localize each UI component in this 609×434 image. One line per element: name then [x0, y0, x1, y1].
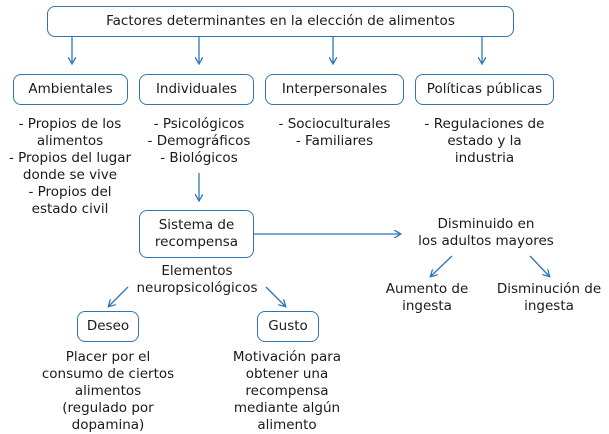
arrow-to-increase [431, 255, 453, 276]
list-item: - Demográficos [147, 133, 251, 149]
category-ambientales: Ambientales [13, 74, 128, 105]
list-item: estado y la [447, 133, 522, 149]
desc-line: Motivación para [232, 349, 342, 365]
elderly-line-1: Disminuido en [437, 216, 535, 232]
taste-description: Motivación para obtener una recompensa m… [212, 349, 362, 434]
list-item: alimentos [36, 133, 104, 149]
list-item: - Socioculturales [278, 116, 391, 132]
list-item: - Propios de los [18, 116, 122, 132]
politicas-items: - Regulaciones de estado y la industria [415, 116, 554, 167]
list-item: - Psicológicos [153, 116, 245, 132]
ambientales-items: - Propios de los alimentos - Propios del… [0, 116, 140, 218]
decrease-text: Disminución de ingesta [489, 281, 609, 315]
desc-line: consumo de ciertos [41, 366, 175, 382]
individuales-items: - Psicológicos - Demográficos - Biológic… [139, 116, 259, 167]
reward-line-1: Sistema de [158, 217, 235, 233]
desc-line: (regulado por [62, 400, 154, 416]
arrow-to-decrease [529, 255, 549, 276]
desc-line: alimentos [74, 383, 142, 399]
list-item: - Familiares [295, 133, 374, 149]
list-item: - Propios del lugar [8, 150, 132, 166]
interpersonales-items: - Socioculturales - Familiares [265, 116, 404, 150]
increase-line-2: ingesta [402, 298, 452, 314]
list-item: estado civil [31, 201, 109, 217]
desc-line: recompensa [245, 383, 329, 399]
list-item: donde se vive [22, 167, 118, 183]
decrease-line-2: ingesta [524, 298, 574, 314]
elements-line-1: Elementos [161, 263, 233, 279]
list-item: industria [454, 150, 515, 166]
elderly-line-2: los adultos mayores [418, 233, 554, 249]
desc-line: alimento [257, 417, 317, 433]
elements-line-2: neuropsicológicos [136, 280, 258, 296]
decrease-line-1: Disminución de [496, 281, 602, 297]
taste-box: Gusto [257, 311, 319, 342]
reward-system-box: Sistema de recompensa [139, 210, 254, 258]
desc-line: dopamina) [71, 417, 145, 433]
desc-line: mediante algún [233, 400, 341, 416]
arrow-to-taste [265, 286, 285, 306]
increase-text: Aumento de ingesta [372, 281, 482, 315]
increase-line-1: Aumento de [385, 281, 469, 297]
category-interpersonales: Interpersonales [265, 74, 404, 105]
category-politicas: Políticas públicas [415, 74, 554, 105]
desire-box: Deseo [77, 311, 139, 342]
list-item: - Regulaciones de [424, 116, 545, 132]
desire-description: Placer por el consumo de ciertos aliment… [33, 349, 183, 434]
arrow-to-desire [109, 286, 129, 306]
category-individuales: Individuales [139, 74, 254, 105]
list-item: - Propios del [28, 184, 112, 200]
desc-line: obtener una [245, 366, 329, 382]
desc-line: Placer por el [65, 349, 151, 365]
list-item: - Biológicos [160, 150, 238, 166]
title-box: Factores determinantes en la elección de… [47, 6, 514, 37]
elderly-text: Disminuido en los adultos mayores [406, 216, 566, 250]
reward-line-2: recompensa [154, 234, 239, 250]
elements-text: Elementos neuropsicológicos [127, 263, 267, 297]
